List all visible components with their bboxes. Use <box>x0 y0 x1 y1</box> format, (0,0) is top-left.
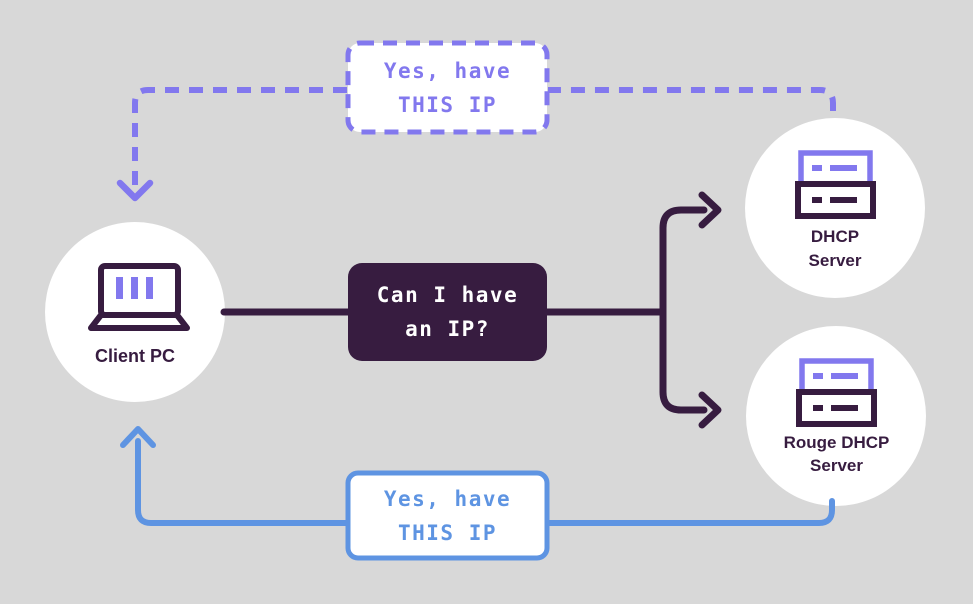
request-line2: an IP? <box>405 317 490 341</box>
laptop-screen-bar <box>131 277 138 299</box>
request-message: Can I have an IP? <box>348 263 547 361</box>
branch-line <box>659 206 708 414</box>
server-slot <box>830 165 857 171</box>
server-slot <box>830 197 857 203</box>
rogue-dhcp-server-label-line2: Server <box>810 456 863 475</box>
request-line1: Can I have <box>376 283 519 307</box>
client-pc-label: Client PC <box>94 346 175 366</box>
rogue-reply-line2: THIS IP <box>397 520 497 545</box>
laptop-icon <box>88 263 190 331</box>
server-led <box>812 197 822 203</box>
arrowhead-to-rogue-icon <box>698 391 722 429</box>
laptop-screen-bar <box>146 277 153 299</box>
dhcp-reply-message: Yes, have THIS IP <box>348 43 547 132</box>
server-slot <box>831 405 858 411</box>
server-slot <box>831 373 858 379</box>
dhcp-reply-box <box>345 40 550 135</box>
dashed-arrowhead-to-client-icon <box>116 179 154 202</box>
laptop-screen-bar <box>116 277 123 299</box>
blue-arrowhead-to-client-icon <box>120 426 156 448</box>
rogue-reply-line1: Yes, have <box>383 486 512 511</box>
dhcp-server-label-line2: Server <box>808 251 862 270</box>
server-icon <box>796 358 877 427</box>
dhcp-reply-line-right <box>548 87 836 111</box>
request-box <box>348 263 547 361</box>
dhcp-server-label-line1: DHCP <box>810 227 860 246</box>
laptop-screen <box>98 263 181 318</box>
server-led <box>813 405 823 411</box>
rogue-reply-message: Yes, have THIS IP <box>348 473 547 558</box>
rogue-reply-line-right <box>545 498 835 526</box>
arrowhead-to-dhcp-icon <box>698 191 722 229</box>
laptop-base <box>88 312 190 331</box>
dhcp-reply-line1: Yes, have <box>383 58 512 83</box>
rogue-dhcp-server-label: Rouge DHCP Server <box>746 431 927 477</box>
rogue-reply-box <box>345 470 550 561</box>
server-led <box>812 165 822 171</box>
rogue-dhcp-server-label-line1: Rouge DHCP <box>783 433 890 452</box>
dhcp-reply-line-left <box>132 87 347 186</box>
dhcp-server-label: DHCP Server <box>745 225 925 273</box>
server-led <box>813 373 823 379</box>
rogue-reply-line-left <box>135 438 350 526</box>
dhcp-reply-line2: THIS IP <box>397 92 497 117</box>
server-icon <box>795 150 876 219</box>
